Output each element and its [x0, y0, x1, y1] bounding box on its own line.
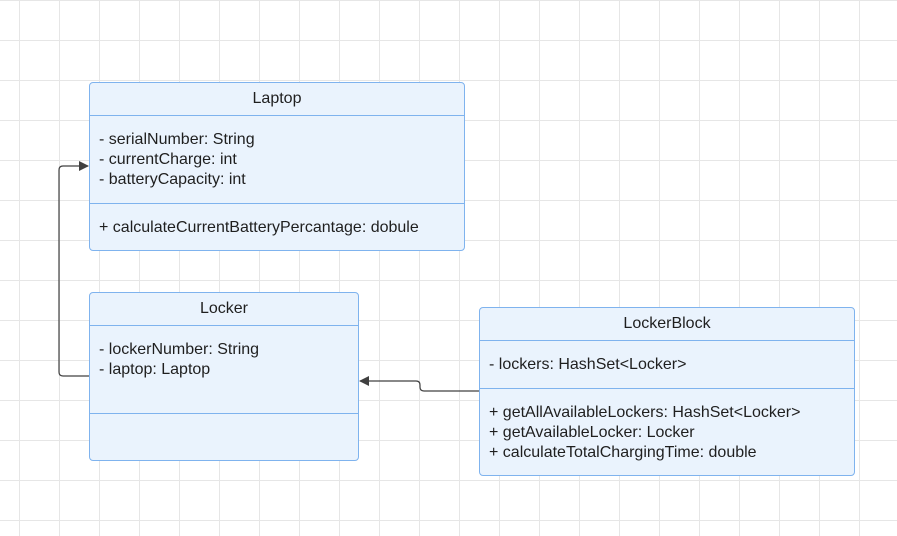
attribute: - lockerNumber: String — [99, 341, 260, 358]
class-name: Laptop — [252, 90, 302, 107]
attribute: - batteryCapacity: int — [99, 171, 246, 188]
class-locker[interactable]: Locker - lockerNumber: String - laptop: … — [89, 292, 359, 461]
attributes-section: - lockers: HashSet<Locker> — [480, 341, 854, 389]
method: + getAllAvailableLockers: HashSet<Locker… — [489, 404, 801, 421]
attribute: - lockers: HashSet<Locker> — [489, 356, 687, 373]
connector-locker-to-laptop[interactable] — [58, 161, 89, 377]
attributes-section: - serialNumber: String - currentCharge: … — [90, 116, 464, 204]
methods-section: + getAllAvailableLockers: HashSet<Locker… — [480, 389, 854, 463]
connector-lockerblock-to-locker[interactable] — [359, 376, 479, 392]
attribute: - serialNumber: String — [99, 131, 255, 148]
method: + calculateTotalChargingTime: double — [489, 444, 757, 461]
method: + calculateCurrentBatteryPercantage: dob… — [99, 219, 419, 236]
attribute: - laptop: Laptop — [99, 361, 211, 378]
attribute: - currentCharge: int — [99, 151, 237, 168]
class-name-header: Locker — [90, 293, 358, 326]
attributes-section: - lockerNumber: String - laptop: Laptop — [90, 326, 358, 414]
methods-section: + calculateCurrentBatteryPercantage: dob… — [90, 204, 464, 238]
class-name-header: Laptop — [90, 83, 464, 116]
class-laptop[interactable]: Laptop - serialNumber: String - currentC… — [89, 82, 465, 251]
methods-section — [90, 414, 358, 460]
method: + getAvailableLocker: Locker — [489, 424, 695, 441]
class-name-header: LockerBlock — [480, 308, 854, 341]
class-name: Locker — [199, 300, 249, 317]
class-lockerblock[interactable]: LockerBlock - lockers: HashSet<Locker> +… — [479, 307, 855, 476]
class-name: LockerBlock — [623, 315, 711, 332]
